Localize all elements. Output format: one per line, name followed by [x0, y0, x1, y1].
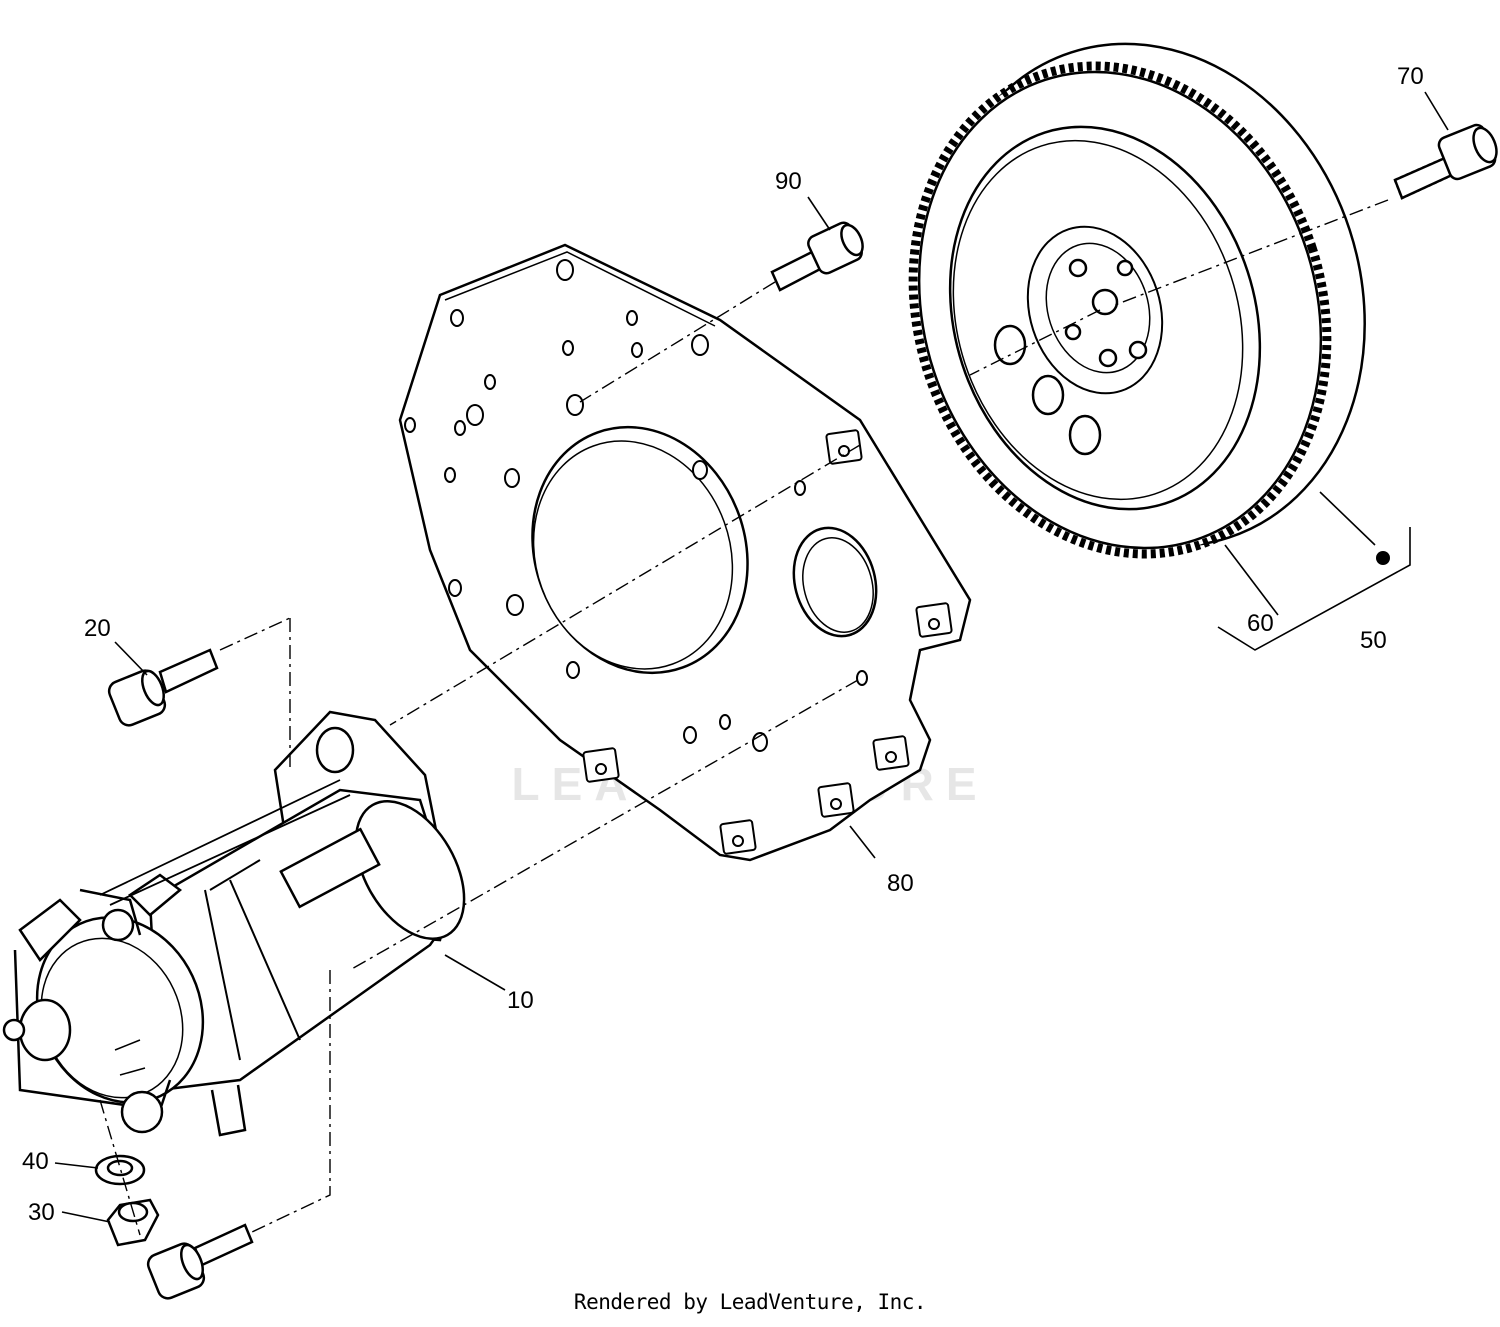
callout-60: 60 — [1247, 610, 1274, 637]
bolt-90 — [770, 221, 864, 292]
callout-80: 80 — [887, 870, 914, 897]
callout-20: 20 — [84, 615, 111, 642]
starter-motor — [2, 710, 466, 1137]
callout-40: 40 — [22, 1148, 49, 1175]
bolt-70 — [1393, 123, 1498, 200]
centerlines — [99, 199, 1389, 1236]
bolt-lower — [146, 1223, 254, 1300]
nut-30 — [106, 1198, 160, 1247]
callout-90: 90 — [775, 168, 802, 195]
callout-30: 30 — [28, 1199, 55, 1226]
flywheel — [908, 42, 1366, 559]
callouts: 10 20 30 40 50 60 70 80 90 — [22, 63, 1424, 1226]
callout-50: 50 — [1360, 627, 1387, 654]
bolt-20 — [107, 648, 219, 727]
lock-washer-40 — [94, 1154, 146, 1186]
assembly-dot — [1376, 551, 1390, 565]
callout-70: 70 — [1397, 63, 1424, 90]
leader-lines — [54, 91, 1449, 1223]
adapter-plate — [398, 243, 972, 862]
square-nuts-80 — [582, 429, 953, 855]
callout-10: 10 — [507, 987, 534, 1014]
rendered-by-footer: Rendered by LeadVenture, Inc. — [573, 1290, 927, 1314]
